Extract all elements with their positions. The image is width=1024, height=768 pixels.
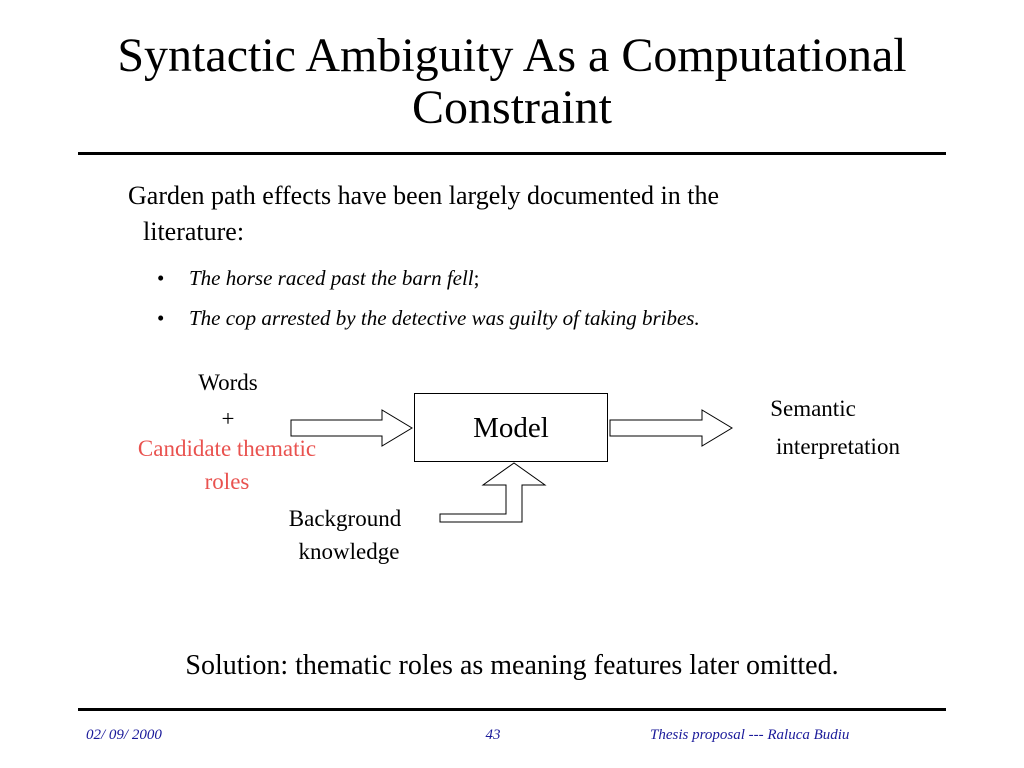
bullet-item: • The cop arrested by the detective was g… — [157, 304, 700, 332]
output-semantic-label: Semantic — [770, 396, 856, 421]
bullet-dot: • — [157, 266, 165, 290]
footer-rule — [78, 708, 946, 711]
slide-title: Syntactic Ambiguity As a Computational C… — [117, 29, 907, 134]
footer-author: Thesis proposal --- Raluca Budiu — [650, 727, 850, 743]
background-label: Background — [288, 506, 402, 531]
input-plus-label: + — [221, 406, 235, 431]
bullet-text: The cop arrested by the detective was gu… — [189, 306, 700, 330]
input-arrow — [290, 409, 413, 447]
background-arrow — [439, 462, 547, 523]
input-roles-label: roles — [204, 469, 250, 494]
footer-page-number: 43 — [485, 727, 501, 743]
intro-line-1: Garden path effects have been largely do… — [128, 181, 720, 210]
model-box: Model — [414, 393, 608, 462]
input-words-label: Words — [198, 370, 258, 395]
footer-date: 02/ 09/ 2000 — [86, 727, 162, 743]
bullet-suffix: ; — [473, 266, 480, 290]
bullet-item: • The horse raced past the barn fell; — [157, 264, 479, 292]
output-interpretation-label: interpretation — [776, 434, 900, 459]
intro-text: Garden path effects have been largely do… — [128, 178, 918, 250]
output-arrow — [609, 409, 733, 447]
bullet-text: The horse raced past the barn fell — [189, 266, 474, 290]
title-rule — [78, 152, 946, 155]
bullet-dot: • — [157, 306, 165, 330]
intro-line-2: literature: — [143, 217, 245, 246]
knowledge-label: knowledge — [298, 539, 400, 564]
input-candidate-label: Candidate thematic — [137, 436, 317, 461]
solution-text: Solution: thematic roles as meaning feat… — [185, 650, 839, 681]
